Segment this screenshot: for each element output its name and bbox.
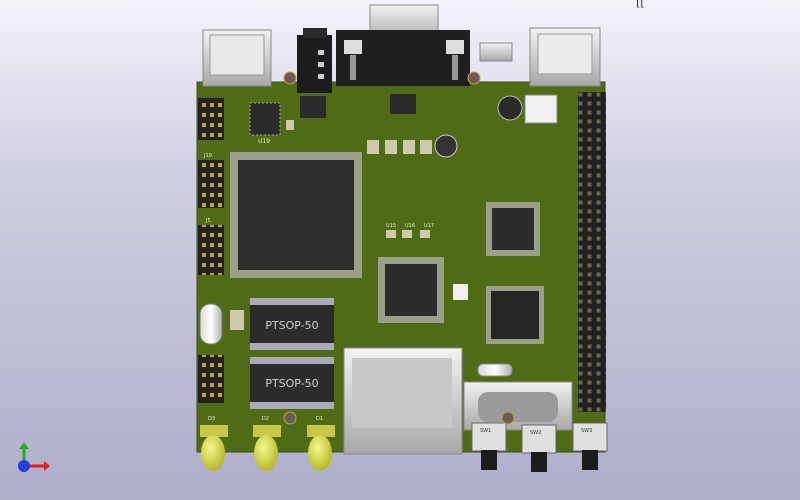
corner-mark: [[ [636, 0, 645, 9]
label-u19: U19 [258, 138, 270, 145]
tsop-chip-2-label: PTSOP-50 [265, 377, 318, 390]
passive-components [230, 120, 432, 330]
audio-jack [297, 28, 332, 93]
crystal-oscillator [199, 303, 223, 345]
label-d3: D3 [208, 416, 215, 422]
mounting-hole [467, 71, 481, 85]
label-d1: D1 [316, 416, 323, 422]
tsop-chip-1: PTSOP-50 [250, 298, 334, 350]
usb-connector-left [202, 29, 272, 87]
header-left-2 [198, 160, 224, 208]
soic-chip-mid [390, 94, 416, 114]
label-u17: U17 [424, 223, 434, 229]
label-sw2: SW2 [530, 430, 541, 436]
gpio-header-right [578, 92, 606, 412]
regulator-round [434, 134, 458, 158]
small-component [453, 284, 468, 300]
led-d1 [307, 425, 335, 471]
qfp-chip-right-top [486, 202, 540, 256]
capacitor-top [497, 95, 523, 121]
label-j5: J5 [205, 218, 211, 224]
button-sw1[interactable] [471, 422, 507, 470]
led-d2 [253, 425, 281, 471]
label-d2: D2 [262, 416, 269, 422]
label-sw1: SW1 [480, 428, 491, 434]
label-j10: J10 [203, 153, 212, 159]
button-sw3[interactable] [572, 422, 608, 470]
led-d3 [200, 425, 228, 471]
main-mcu-chip [230, 152, 362, 278]
usb-connector-right [529, 27, 601, 87]
sd-card-socket [343, 347, 463, 455]
header-left-4 [198, 355, 224, 403]
qfp-chip-center [378, 257, 444, 323]
z-axis-dot [18, 460, 30, 472]
micro-usb-connector [479, 42, 513, 62]
db9-serial-connector [336, 4, 470, 86]
qfn-chip-right [486, 286, 544, 344]
crystal-small [477, 363, 513, 377]
tsop-chip-1-label: PTSOP-50 [265, 319, 318, 332]
header-left-1 [198, 98, 224, 140]
label-sw3: SW3 [581, 428, 592, 434]
battery-holder [463, 381, 573, 431]
soic-chip-u19 [249, 102, 281, 136]
button-sw2[interactable] [521, 424, 557, 472]
soic-chip-top [300, 96, 326, 118]
mounting-hole [283, 411, 297, 425]
axes-gizmo [18, 442, 50, 472]
label-u15: U15 [386, 223, 396, 229]
mounting-hole [283, 71, 297, 85]
mounting-hole [501, 411, 515, 425]
label-u16: U16 [405, 223, 415, 229]
tsop-chip-2: PTSOP-50 [250, 357, 334, 409]
power-connector [524, 94, 558, 124]
header-left-3 [198, 225, 224, 275]
